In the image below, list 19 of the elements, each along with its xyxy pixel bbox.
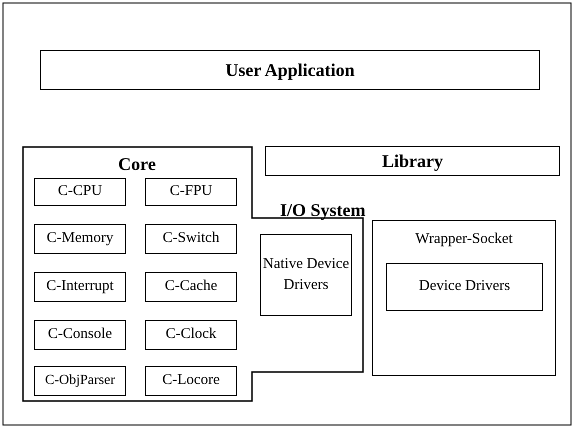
module-box: C-Console <box>34 320 126 350</box>
module-box: C-Interrupt <box>34 272 126 302</box>
module-box: C-CPU <box>34 178 126 206</box>
panel-title: Core <box>117 154 157 175</box>
driver-box: Device Drivers <box>386 263 543 311</box>
panel-title: Wrapper-Socket <box>415 231 513 248</box>
layer-box: Library <box>265 146 560 176</box>
core-panel <box>22 146 364 402</box>
module-box: C-Memory <box>34 224 126 254</box>
module-box: C-Switch <box>145 224 237 254</box>
module-box: C-Clock <box>145 320 237 350</box>
socket-panel <box>372 220 556 376</box>
module-box: C-ObjParser <box>34 366 126 396</box>
module-box: C-Cache <box>145 272 237 302</box>
layer-box: User Application <box>40 50 540 90</box>
driver-box: Native Device Drivers <box>260 234 352 316</box>
section-heading: I/O System <box>280 200 366 221</box>
module-box: C-FPU <box>145 178 237 206</box>
module-box: C-Locore <box>145 366 237 396</box>
